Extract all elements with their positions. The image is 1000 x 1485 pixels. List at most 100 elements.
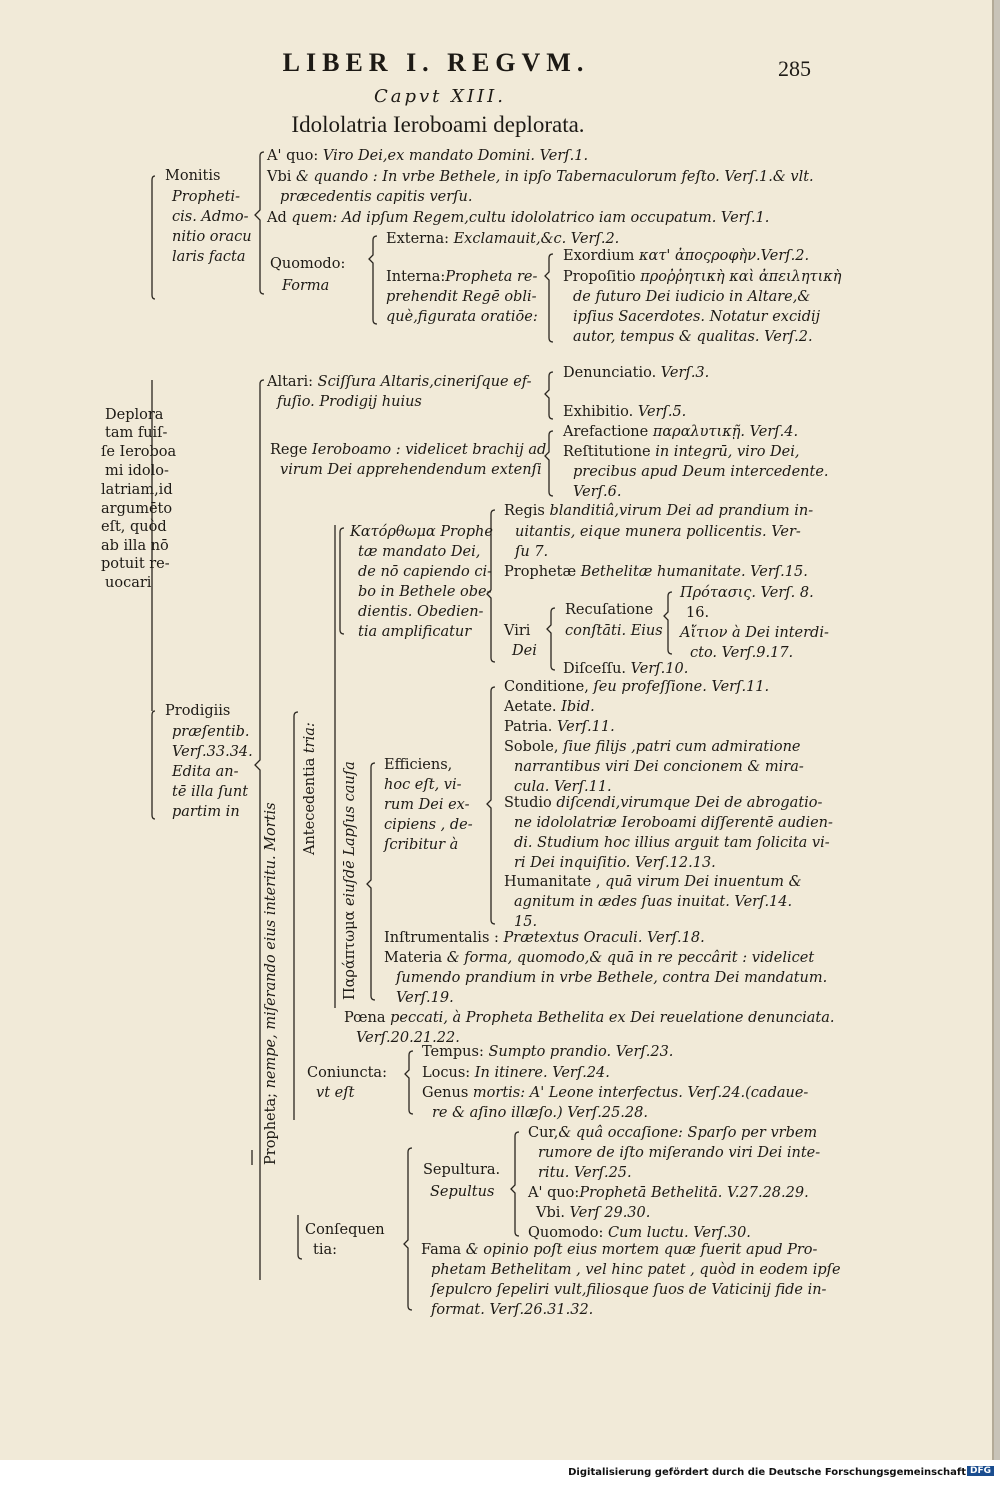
- text-line-lead: virum Dei apprehendendum extenſi: [280, 462, 542, 478]
- text-line-rest: quem: Ad ipſum Regem,cultu idololatrico …: [291, 210, 770, 226]
- text-line: Altari: Sciſſura Altaris,cineriſque ef-: [267, 373, 532, 391]
- text-line-lead: Pœna: [344, 1010, 391, 1026]
- text-line: Monitis: [165, 167, 220, 185]
- text-line-lead: Reſtitutione: [563, 444, 656, 460]
- text-line: tia:: [313, 1241, 337, 1259]
- text-line-lead: eſt, quòd: [101, 519, 167, 535]
- text-line-lead: Propoſitio: [563, 269, 641, 285]
- text-line-lead: precibus apud Deum intercedente.: [573, 464, 829, 480]
- text-line-lead: Regis: [504, 503, 550, 519]
- text-line-rest: Bethelitæ humanitate. Verſ.15.: [580, 564, 808, 580]
- text-line-lead: potuit re-: [101, 556, 170, 572]
- text-line-rest: Ieroboamo : videlicet brachij ad: [311, 442, 547, 458]
- text-line: format. Verſ.26.31.32.: [431, 1301, 593, 1319]
- text-line-lead: Prophetæ: [504, 564, 581, 580]
- text-line-lead: cto. Verſ.9.17.: [690, 645, 794, 661]
- text-line-lead: de nō capiendo ci-: [358, 564, 493, 580]
- vertical-label: Παράπτωμα eiuſdē Lapſus cauſa: [342, 761, 358, 1000]
- text-line: virum Dei apprehendendum extenſi: [280, 461, 542, 479]
- text-line-lead: prehendit Regē obli-: [386, 289, 537, 305]
- text-line: Vbi. Verſ 29.30.: [536, 1204, 650, 1222]
- text-line-lead: Patria.: [504, 719, 558, 735]
- text-line: tam fuiſ-: [105, 424, 167, 443]
- text-line-lead: Recuſatione: [565, 602, 654, 618]
- text-line-lead: tia amplificatur: [358, 624, 472, 640]
- text-line: Locus: In itinere. Verſ.24.: [422, 1064, 610, 1082]
- page-title: Idololatria Ieroboami deplorata.: [291, 112, 585, 137]
- text-line: de nō capiendo ci-: [358, 563, 492, 581]
- text-line-lead: uitantis, eique munera pollicentis. Ver-: [515, 524, 801, 540]
- text-line: Regis blanditiâ,virum Dei ad prandium in…: [504, 502, 813, 520]
- funding-note: Digitalisierung gefördert durch die Deut…: [568, 1467, 966, 1478]
- text-line-lead: Genus: [422, 1085, 473, 1101]
- text-line-lead: agnitum in ædes ſuas inuitat. Verſ.14.: [514, 894, 793, 910]
- text-line-lead: Propheti-: [172, 189, 240, 205]
- text-line-rest: προῤῥητικὴ καὶ ἀπειλητικὴ: [640, 269, 842, 285]
- footer-bar: Digitalisierung gefördert durch die Deut…: [0, 1460, 1000, 1485]
- text-line: ri Dei inquiſitio. Verſ.12.13.: [514, 854, 716, 872]
- text-line-lead: ſu 7.: [515, 544, 549, 560]
- text-line-rest: Ibid.: [561, 699, 595, 715]
- text-line-lead: Inſtrumentalis :: [384, 930, 504, 946]
- text-line-lead: Tempus:: [422, 1044, 489, 1060]
- text-line: Genus mortis: A' Leone interfectus. Verſ…: [422, 1084, 808, 1102]
- text-line-lead: Fama: [421, 1242, 466, 1258]
- text-line-lead: Conſequen: [305, 1222, 385, 1238]
- text-line-lead: Αἴτιον à Dei interdi-: [680, 625, 829, 641]
- text-line-lead: mi idolo-: [105, 463, 169, 479]
- text-line: Verſ.6.: [573, 483, 621, 501]
- text-line: tia amplificatur: [358, 623, 471, 641]
- text-line-lead: Interna:: [386, 269, 446, 285]
- text-line-lead: cis. Admo-: [172, 209, 249, 225]
- text-line-lead: ſcribitur à: [384, 837, 459, 853]
- text-line: agnitum in ædes ſuas inuitat. Verſ.14.: [514, 893, 792, 911]
- text-line: Studio diſcendi,virumque Dei de abrogati…: [504, 794, 822, 812]
- text-line: Propoſitio προῤῥητικὴ καὶ ἀπειλητικὴ: [563, 268, 841, 286]
- text-line: uocari: [105, 574, 151, 593]
- text-line-lead: latriam,id: [101, 482, 173, 498]
- text-line-rest: ſiue filijs ,patri cum admiratione: [563, 739, 801, 755]
- text-line-rest: ſeu profeſſione. Verſ.11.: [593, 679, 770, 695]
- brace-lines: [151, 151, 673, 1311]
- text-line-lead: Sepultus: [430, 1184, 495, 1200]
- text-line-lead: cipiens , de-: [384, 817, 473, 833]
- text-line-lead: format. Verſ.26.31.32.: [431, 1302, 594, 1318]
- chapter-heading: Capvt XIII.: [373, 86, 507, 107]
- text-line-lead: Humanitate ,: [504, 874, 606, 890]
- text-line: cipiens , de-: [384, 816, 473, 834]
- text-line-rest: Verſ.5.: [637, 404, 687, 420]
- text-line-lead: Conditione,: [504, 679, 594, 695]
- text-line-lead: hoc eſt, vi-: [384, 777, 462, 793]
- text-line-lead: Materia: [384, 950, 447, 966]
- text-line-rest: quā virum Dei inuentum &: [605, 874, 802, 890]
- text-line-lead: Verſ.20.21.22.: [356, 1030, 460, 1046]
- text-line-rest: & opinio poſt eius mortem quæ fuerit apu…: [465, 1242, 818, 1258]
- text-line: Efficiens,: [384, 756, 452, 774]
- text-line-lead: phetam Bethelitam , vel hinc patet , quò…: [431, 1262, 841, 1278]
- text-line-lead: 15.: [514, 914, 538, 930]
- text-line: ſepulcro ſepeliri vult,filiosque ſuos de…: [431, 1281, 826, 1299]
- text-line: narrantibus viri Dei concionem & mira-: [514, 758, 804, 776]
- text-line: Sobole, ſiue filijs ,patri cum admiratio…: [504, 738, 801, 756]
- text-line: rumore de iſto miſerando viri Dei inte-: [538, 1144, 820, 1162]
- text-line: Aetate. Ibid.: [504, 698, 595, 716]
- text-line-lead: Cur,: [528, 1125, 559, 1141]
- text-line: ſcribitur à: [384, 836, 458, 854]
- text-line: fuſio. Prodigij huius: [277, 393, 422, 411]
- text-line-lead: Quomodo:: [270, 256, 346, 272]
- text-line: Verſ.19.: [396, 989, 454, 1007]
- text-line-lead: Vbi: [267, 169, 296, 185]
- text-line-rest: In itinere. Verſ.24.: [474, 1065, 610, 1081]
- text-line: Vbi & quando : In vrbe Bethele, in ipſo …: [267, 168, 814, 186]
- text-line: mi idolo-: [105, 462, 169, 481]
- text-line: 16.: [686, 604, 709, 622]
- text-line-lead: de futuro Dei iudicio in Altare,&: [573, 289, 811, 305]
- text-line: Prodigiis: [165, 702, 230, 720]
- text-line: cis. Admo-: [172, 208, 249, 226]
- text-line-lead: narrantibus viri Dei concionem & mira-: [514, 759, 804, 775]
- text-line: præcedentis capitis verſu.: [280, 188, 472, 206]
- text-line: Exhibitio. Verſ.5.: [563, 403, 686, 421]
- text-line-lead: Exhibitio.: [563, 404, 638, 420]
- text-line-lead: Forma: [282, 278, 330, 294]
- text-line: Sepultus: [430, 1183, 494, 1201]
